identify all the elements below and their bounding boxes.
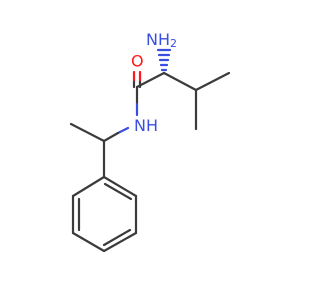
phenyl-ring <box>71 175 138 253</box>
bond-ch-methyl-a <box>194 71 231 92</box>
bond-calpha-ch <box>162 71 198 92</box>
carbonyl-oxygen-label: O <box>131 52 144 71</box>
bond-n-ch-a <box>116 126 130 135</box>
molecule-structure: NH2 O NH <box>69 30 231 253</box>
amine-nitrogen-label: NH2 <box>146 30 177 51</box>
bond-calpha-ccarbonyl <box>135 71 166 89</box>
stereo-hashed-wedge <box>156 48 172 72</box>
amide-nitrogen-label: NH <box>134 116 158 135</box>
bond-ch-methyl <box>69 122 106 143</box>
bond-n-ch-b <box>102 131 120 143</box>
